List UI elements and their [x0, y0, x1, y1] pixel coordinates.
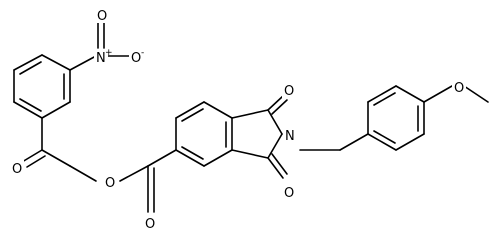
atom-label-imide-n: N	[283, 127, 297, 144]
atom-label-nitro-n: N +	[94, 48, 113, 66]
svg-text:O: O	[97, 9, 107, 24]
svg-text:O: O	[12, 162, 22, 177]
ester-group	[119, 149, 177, 213]
atom-label-methoxy-o: O	[452, 79, 466, 96]
atom-label-imide-o-bottom: O	[282, 184, 296, 201]
svg-text:+: +	[105, 48, 113, 58]
imide-ring	[231, 95, 288, 179]
svg-text:O: O	[284, 84, 294, 99]
atom-label-nitro-o-top: O	[95, 7, 109, 24]
atom-label-ketone-o: O	[10, 160, 24, 177]
methoxy-group	[423, 85, 489, 103]
svg-text:O: O	[105, 176, 115, 191]
svg-text:O: O	[145, 217, 155, 232]
atom-label-ester-o-carbonyl: O	[143, 215, 157, 232]
svg-text:N: N	[285, 129, 295, 144]
atom-label-ester-o-link: O	[103, 174, 117, 191]
atom-label-nitro-o-right: O -	[129, 48, 145, 66]
isoindoline-benzene-ring	[175, 101, 233, 167]
nitrophenyl-ring	[13, 54, 71, 119]
svg-text:O: O	[284, 186, 294, 201]
methoxyphenyl-ring	[299, 85, 425, 151]
svg-text:-: -	[141, 48, 144, 58]
svg-text:O: O	[131, 51, 141, 66]
nitro-group	[69, 21, 131, 71]
atom-label-imide-o-top: O	[282, 82, 296, 99]
svg-text:N: N	[96, 51, 106, 66]
ketone-linker	[21, 117, 97, 182]
svg-text:O: O	[454, 81, 464, 96]
